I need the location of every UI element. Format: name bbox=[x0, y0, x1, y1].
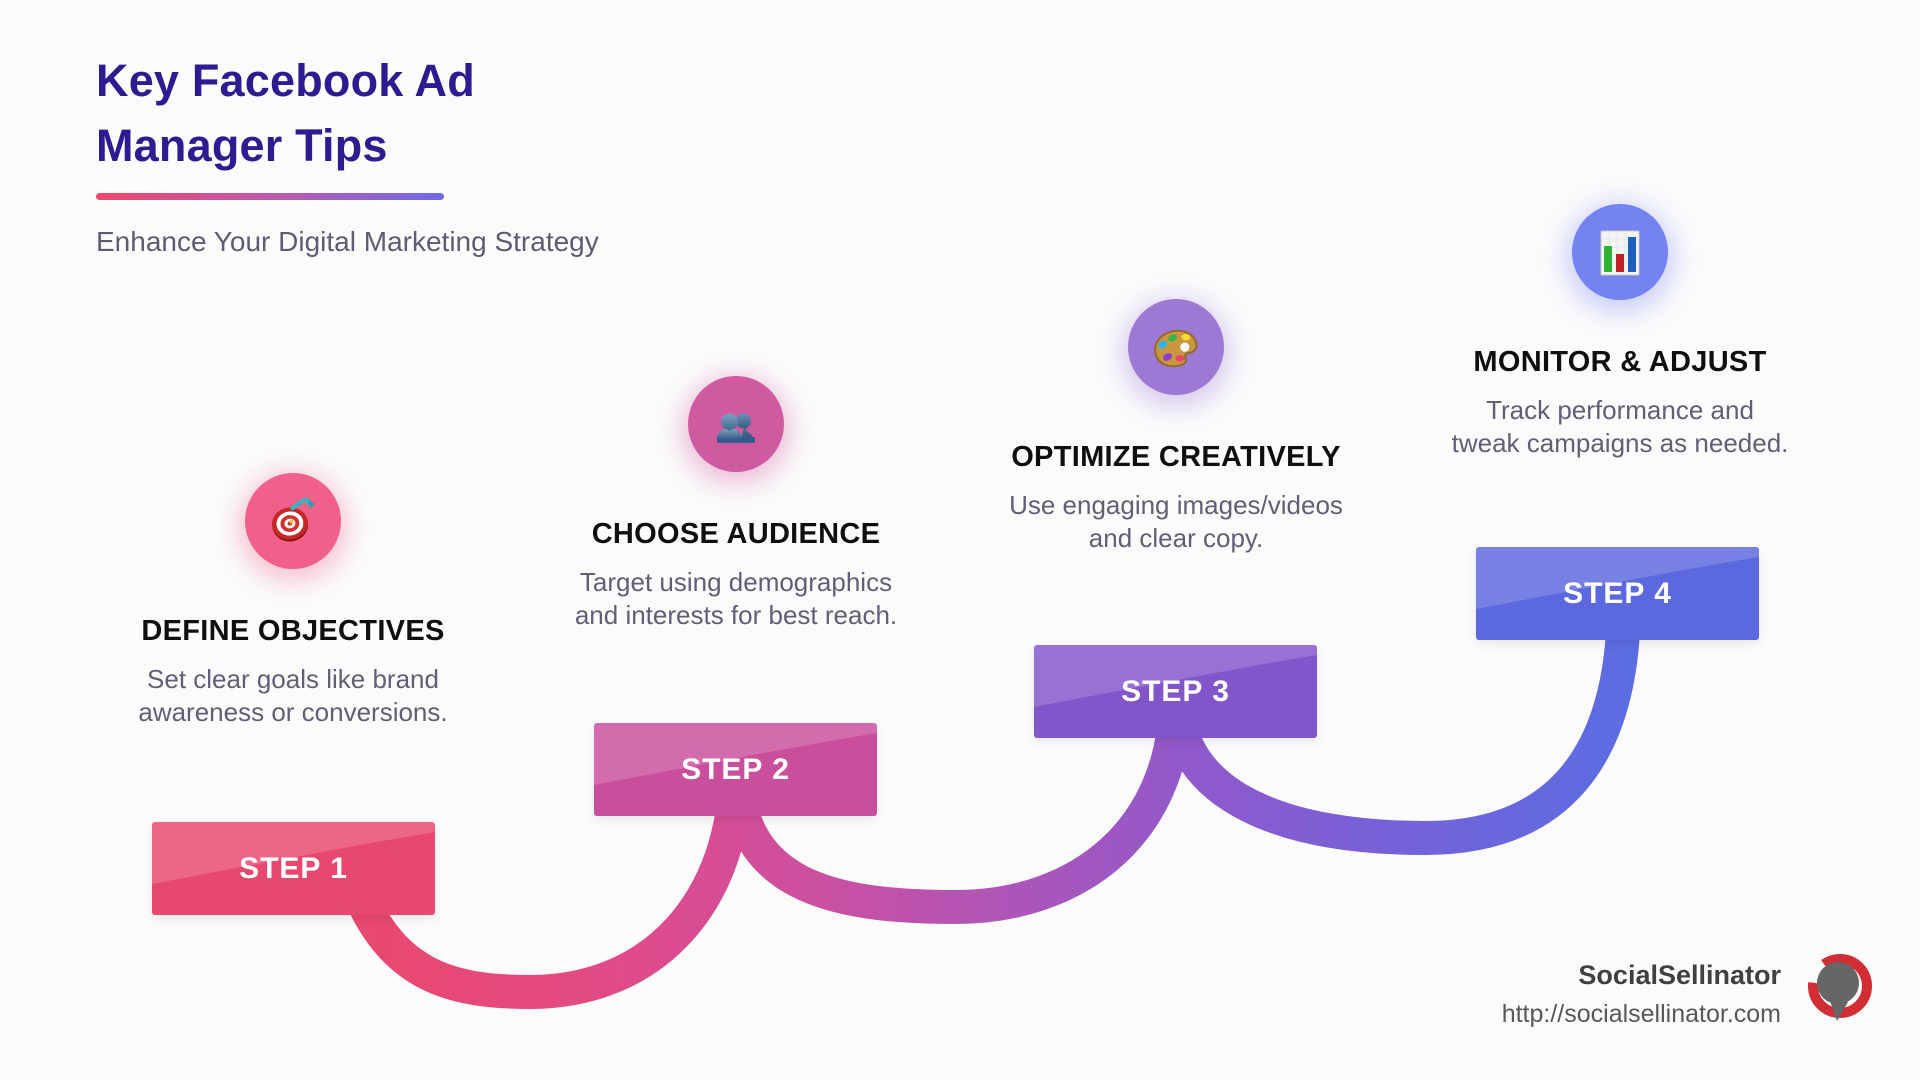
header: Key Facebook Ad Manager Tips Enhance You… bbox=[96, 48, 599, 258]
page-title-line2: Manager Tips bbox=[96, 120, 388, 172]
banner-sheen bbox=[1476, 547, 1759, 609]
title-accent-underline bbox=[96, 192, 444, 200]
step-1-description-line1: Set clear goals like brand bbox=[147, 664, 439, 694]
step-3-icon-circle bbox=[1128, 299, 1224, 395]
banner-sheen bbox=[594, 723, 877, 785]
target-icon bbox=[271, 497, 315, 542]
step-1-icon-circle bbox=[245, 473, 341, 569]
step-2-heading: CHOOSE AUDIENCE bbox=[591, 518, 881, 550]
step-2-icon-circle bbox=[688, 376, 784, 472]
step-3-description-line1: Use engaging images/videos bbox=[1009, 490, 1343, 520]
step-1-description-line2: awareness or conversions. bbox=[138, 697, 448, 728]
footer: SocialSellinator http://socialsellinator… bbox=[1502, 960, 1781, 1029]
step-4-banner: STEP 4 bbox=[1476, 547, 1759, 640]
banner-sheen bbox=[1034, 645, 1317, 707]
step-1-description: Set clear goals like brand awareness or … bbox=[103, 663, 483, 730]
palette-icon bbox=[1154, 329, 1198, 368]
step-3-label: STEP 3 bbox=[1121, 674, 1230, 708]
step-1-label: STEP 1 bbox=[239, 851, 348, 885]
step-1-banner: STEP 1 bbox=[152, 822, 435, 915]
page-title-line1: Key Facebook Ad bbox=[96, 55, 475, 106]
footer-url: http://socialsellinator.com bbox=[1501, 1000, 1781, 1028]
step-4-description: Track performance and tweak campaigns as… bbox=[1430, 394, 1810, 461]
bar-chart-icon bbox=[1600, 230, 1640, 276]
people-busts-icon bbox=[717, 413, 755, 443]
step-3-description: Use engaging images/videos and clear cop… bbox=[986, 489, 1366, 556]
step-4-heading: MONITOR & ADJUST bbox=[1473, 346, 1767, 378]
step-1-heading: DEFINE OBJECTIVES bbox=[141, 615, 445, 647]
socialsellinator-logo-icon bbox=[1808, 954, 1872, 1021]
step-3-banner: STEP 3 bbox=[1034, 645, 1317, 738]
step-2-description-line1: Target using demographics bbox=[579, 567, 893, 597]
step-2-description-line2: and interests for best reach. bbox=[574, 600, 898, 631]
step-2-label: STEP 2 bbox=[681, 752, 790, 786]
banner-sheen bbox=[152, 822, 435, 884]
step-3-description-line2: and clear copy. bbox=[1088, 523, 1264, 554]
step-4-description-line2: tweak campaigns as needed. bbox=[1451, 428, 1789, 459]
step-3-heading: OPTIMIZE CREATIVELY bbox=[1011, 441, 1341, 473]
page-subtitle: Enhance Your Digital Marketing Strategy bbox=[96, 225, 599, 257]
footer-brand-name: SocialSellinator bbox=[1578, 960, 1781, 990]
step-4-icon-circle bbox=[1572, 204, 1668, 300]
step-2-description: Target using demographics and interests … bbox=[546, 566, 926, 633]
step-4-label: STEP 4 bbox=[1563, 576, 1672, 610]
step-2-banner: STEP 2 bbox=[594, 723, 877, 816]
step-4-description-line1: Track performance and bbox=[1486, 395, 1754, 425]
